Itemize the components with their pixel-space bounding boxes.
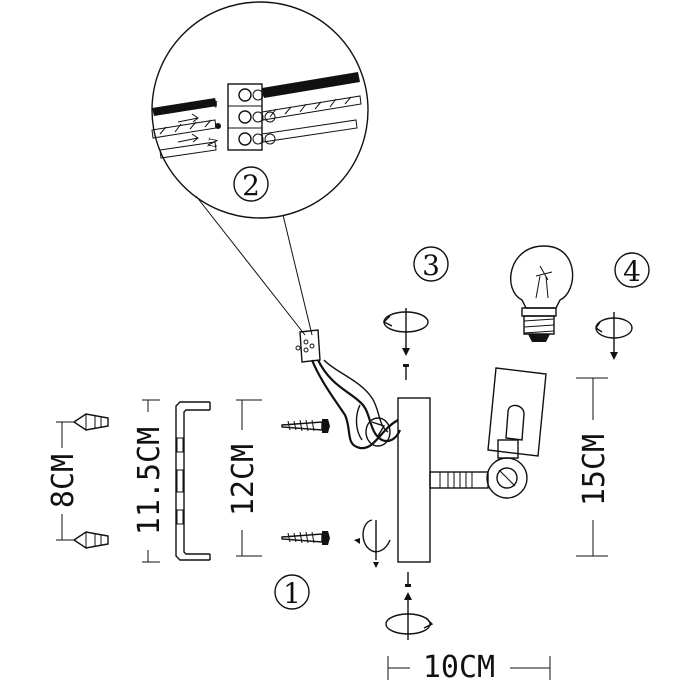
zoom-leader-right bbox=[282, 214, 313, 336]
dimension-bracket-height: 11.5CM bbox=[130, 399, 167, 563]
light-bulb-icon bbox=[509, 245, 574, 342]
lamp-holder bbox=[487, 367, 547, 457]
arm-tube bbox=[429, 471, 489, 489]
step-2-badge bbox=[233, 166, 269, 202]
dimension-label-12cm: 12CM bbox=[226, 444, 261, 516]
step-4-number: 4 bbox=[623, 255, 641, 288]
back-plate bbox=[397, 397, 431, 563]
dimension-label-11-5cm: 11.5CM bbox=[132, 427, 167, 535]
wiring-detail-callout: L N 2 bbox=[151, 1, 369, 336]
step-1-number: 1 bbox=[283, 577, 301, 610]
socket-neck bbox=[497, 439, 519, 459]
wall-plugs bbox=[72, 413, 109, 549]
dimension-anchor-spacing: 8CM bbox=[44, 421, 81, 541]
rotate-down-arrow-icon bbox=[382, 308, 429, 356]
step-2-number: 2 bbox=[242, 169, 260, 202]
wire-connector bbox=[299, 329, 321, 363]
cable-top-left bbox=[152, 98, 217, 116]
wall-plug-top bbox=[72, 413, 109, 431]
dimension-depth: 10CM bbox=[387, 648, 551, 685]
cable-mid-left bbox=[151, 119, 217, 139]
rotate-arrow-icon bbox=[365, 417, 391, 447]
rotate-arrow-icon bbox=[354, 519, 391, 568]
wall-plug-bottom bbox=[72, 531, 109, 549]
terminal-block-detail: L N bbox=[151, 72, 362, 159]
screw-top bbox=[281, 419, 330, 433]
step-3-number: 3 bbox=[422, 249, 440, 282]
zoom-leader-left bbox=[195, 195, 306, 336]
dimension-arm-length: 15CM bbox=[575, 377, 612, 557]
terminal-screw-1 bbox=[238, 88, 252, 102]
rotate-up-arrow-icon bbox=[385, 592, 434, 640]
plate-screw-bottom bbox=[405, 572, 411, 587]
twist-hatch-right bbox=[269, 96, 352, 118]
ground-dot bbox=[215, 123, 221, 129]
cable-bottom-right bbox=[261, 119, 358, 143]
cable-top-right bbox=[262, 72, 360, 98]
cable-bottom-left bbox=[159, 141, 217, 159]
arrow-icon bbox=[177, 113, 199, 123]
rotate-down-arrow-icon bbox=[595, 312, 633, 360]
terminal-screw-3 bbox=[238, 132, 252, 146]
twist-hatch-left bbox=[159, 119, 212, 135]
wire-label-neutral: N bbox=[205, 136, 221, 149]
screw-bottom bbox=[281, 531, 330, 545]
zoom-circle bbox=[151, 1, 369, 219]
dimension-label-8cm: 8CM bbox=[46, 454, 81, 508]
arrow-icon bbox=[177, 133, 199, 143]
dimension-plate-height: 12CM bbox=[224, 399, 262, 557]
dimension-label-15cm: 15CM bbox=[577, 434, 612, 506]
cable-mid-right bbox=[261, 95, 362, 121]
step-1-badge bbox=[274, 574, 310, 610]
mounting-bracket bbox=[175, 401, 211, 561]
bracket-slot bbox=[176, 469, 184, 493]
dimension-label-10cm: 10CM bbox=[423, 650, 495, 685]
terminal-screw-2 bbox=[238, 110, 252, 124]
swivel-arm bbox=[429, 439, 528, 499]
plate-screw-top bbox=[403, 364, 409, 380]
step-3-badge bbox=[413, 246, 449, 282]
bracket-slot bbox=[176, 437, 184, 453]
supply-wires bbox=[295, 329, 402, 450]
terminal-block bbox=[227, 83, 263, 151]
wire-label-live: L bbox=[205, 99, 220, 109]
step-4-badge bbox=[614, 252, 650, 288]
bracket-slot bbox=[176, 509, 184, 525]
